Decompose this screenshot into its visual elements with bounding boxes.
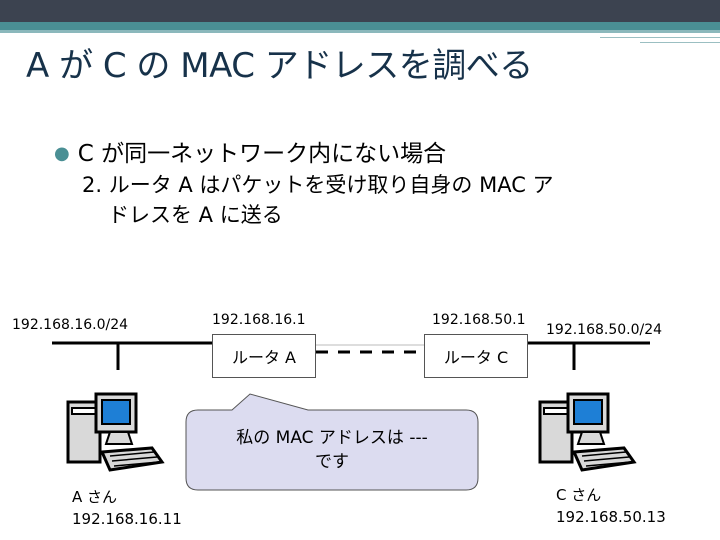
callout-line2: です (315, 452, 349, 472)
sub-item-line1: 2. ルータ A はパケットを受け取り自身の MAC ア (82, 173, 554, 197)
router-a-ip: 192.168.16.1 (212, 312, 306, 328)
router-c-label: ルータ C (443, 348, 509, 367)
callout-text: 私の MAC アドレスは --- です (196, 426, 468, 474)
decorative-line (640, 42, 720, 43)
sub-item-line2: ドレスを A に送る (108, 203, 283, 227)
router-c-ip: 192.168.50.1 (432, 312, 526, 328)
header-accent-bar (0, 22, 720, 30)
router-c-box: ルータ C (424, 334, 528, 378)
bullet-item: ● C が同一ネットワーク内にない場合 (54, 134, 446, 168)
host-a-label: A さん 192.168.16.11 (72, 486, 182, 530)
host-c-label: C さん 192.168.50.13 (556, 484, 666, 528)
network-label-left: 192.168.16.0/24 (12, 317, 129, 333)
bullet-dot: ● (54, 143, 70, 164)
header-bar (0, 0, 720, 22)
router-a-box: ルータ A (212, 334, 316, 378)
router-a-label: ルータ A (231, 348, 297, 367)
host-c-name: C さん (556, 486, 602, 504)
speech-balloon (185, 393, 479, 491)
host-a-ip: 192.168.16.11 (72, 510, 182, 528)
computer-icon (66, 392, 165, 472)
host-a-name: A さん (72, 488, 118, 506)
network-label-right: 192.168.50.0/24 (546, 322, 663, 338)
host-c-ip: 192.168.50.13 (556, 508, 666, 526)
decorative-line (600, 37, 720, 38)
callout-line1: 私の MAC アドレスは --- (236, 428, 428, 448)
sub-item: 2. ルータ A はパケットを受け取り自身の MAC ア ドレスを A に送る (82, 170, 682, 230)
bullet-text: C が同一ネットワーク内にない場合 (77, 141, 447, 167)
computer-icon (538, 392, 637, 472)
header-divider (0, 30, 720, 33)
slide-title: A が C の MAC アドレスを調べる (26, 46, 533, 86)
